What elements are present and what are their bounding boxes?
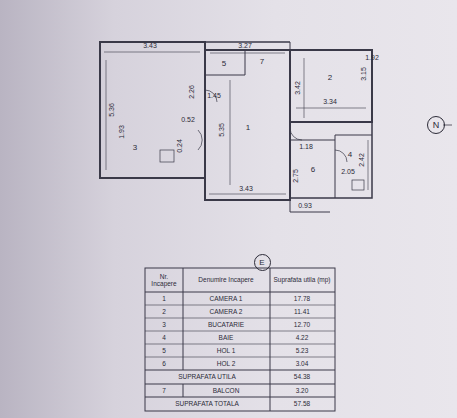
- orientation-circle: N: [427, 116, 445, 134]
- table-cell: BALCON: [213, 387, 240, 394]
- table-cell: 3.20: [296, 387, 309, 394]
- table-cell: BAIE: [219, 334, 234, 341]
- room-number: 3: [133, 144, 137, 153]
- dimension-label: 0.24: [176, 139, 184, 153]
- table-cell: SUPRAFATA UTILA: [178, 373, 236, 380]
- dimension-label: 0.52: [181, 116, 195, 124]
- table-cell: 1: [162, 295, 166, 302]
- dimension-label: 1.92: [365, 54, 379, 62]
- table-cell: 5: [162, 347, 166, 354]
- orientation-circle: E: [254, 254, 271, 271]
- table-cell: Denumire Incapere: [196, 276, 256, 283]
- table-cell: 12.70: [294, 321, 310, 328]
- table-cell: CAMERA 2: [210, 308, 243, 315]
- table-cell: Nr. Incapere: [147, 273, 181, 287]
- table-cell: 5.23: [296, 347, 309, 354]
- dimension-label: 2.75: [292, 169, 300, 183]
- dimension-label: 5.35: [218, 123, 226, 137]
- dimension-label: 3.42: [294, 81, 302, 95]
- table-cell: 4: [162, 334, 166, 341]
- table-cell: 54.38: [294, 373, 310, 380]
- table-cell: 7: [162, 387, 166, 394]
- table-cell: 3: [162, 321, 166, 328]
- table-cell: Suprafata utila (mp): [273, 276, 331, 283]
- table-cell: 11.41: [294, 308, 310, 315]
- dimension-label: 1.93: [118, 125, 126, 139]
- table-cell: 57.58: [294, 400, 310, 407]
- dimension-label: 3.43: [143, 42, 157, 50]
- table-cell: 3.04: [296, 360, 309, 367]
- table-cell: 6: [162, 360, 166, 367]
- dimension-label: 2.26: [188, 85, 196, 99]
- room-number: 7: [260, 58, 264, 67]
- table-cell: SUPRAFATA TOTALA: [175, 400, 239, 407]
- dimension-label: 2.42: [358, 153, 366, 167]
- table-cell: 4.22: [296, 334, 309, 341]
- table-cell: 2: [162, 308, 166, 315]
- room-number: 2: [328, 74, 332, 83]
- compass-letter: N: [433, 120, 440, 130]
- dimension-label: 3.27: [238, 42, 252, 50]
- dimension-label: 0.93: [298, 202, 312, 210]
- compass-letter: E: [259, 258, 264, 267]
- table-cell: 17.78: [294, 295, 310, 302]
- dimension-label: 1.45: [207, 92, 221, 100]
- room-number: 5: [222, 60, 226, 69]
- room-number: 1: [246, 124, 250, 133]
- room-number: 6: [311, 166, 315, 175]
- dimension-label: 3.34: [323, 98, 337, 106]
- table-cell: CAMERA 1: [210, 295, 243, 302]
- dimension-label: 5.36: [108, 103, 116, 117]
- dimension-label: 3.43: [239, 185, 253, 193]
- table-cell: HOL 2: [217, 360, 236, 367]
- table-cell: HOL 1: [217, 347, 236, 354]
- table-cell: BUCATARIE: [208, 321, 244, 328]
- room-number: 4: [348, 151, 352, 160]
- dimension-label: 3.15: [360, 67, 368, 81]
- dimension-label: 1.18: [299, 143, 313, 151]
- dimension-label: 2.05: [341, 168, 355, 176]
